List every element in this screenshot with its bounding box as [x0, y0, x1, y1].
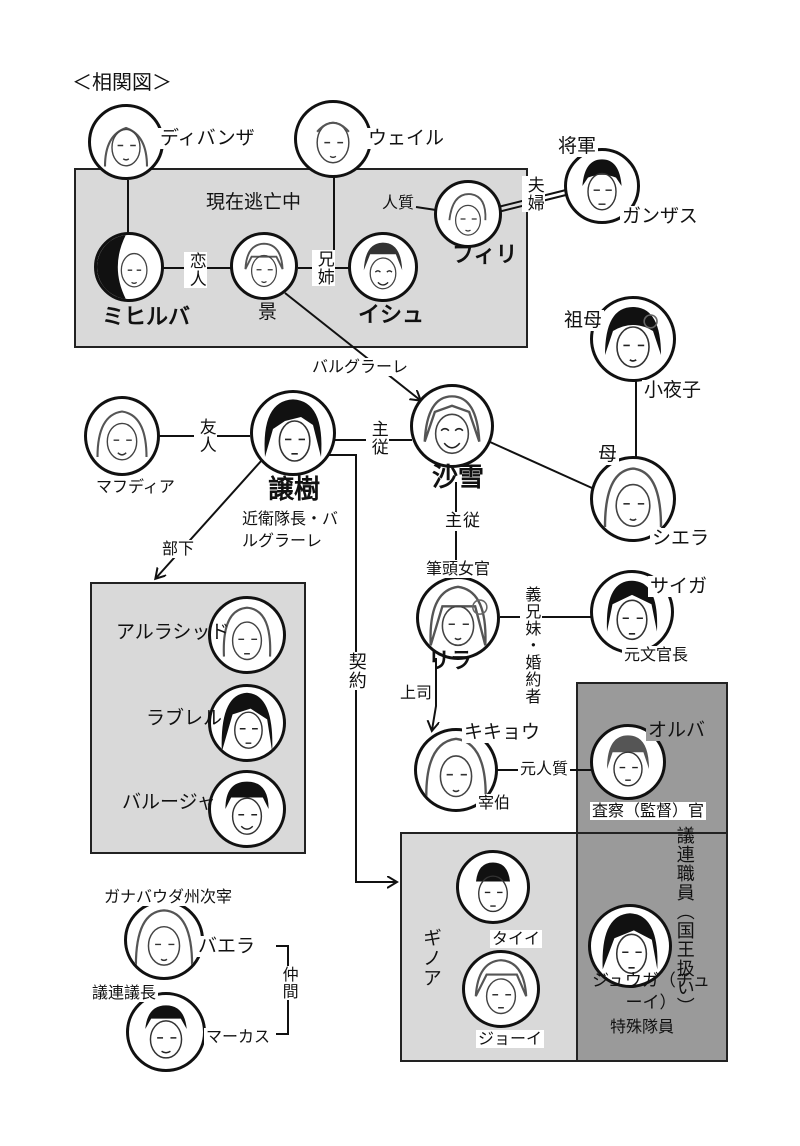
kikyou-role: 宰伯 — [476, 793, 513, 812]
relation-koibito: 恋人 — [184, 252, 207, 288]
hittou-role: 筆頭女官 — [424, 559, 493, 578]
marcus-name: マーカス — [204, 1027, 273, 1046]
joi-name: ジョーイ — [476, 1029, 545, 1048]
sobo-role: 祖母 — [562, 309, 605, 331]
rira-portrait — [416, 576, 500, 660]
line-kei-sasetsu — [284, 292, 420, 400]
jouju-name: 譲樹 — [268, 475, 321, 505]
ginoa-group-label: ギノア — [419, 928, 442, 988]
relation-fuufu: 夫婦 — [522, 176, 545, 212]
dibanza-portrait — [88, 104, 164, 180]
baera-name: バエラ — [196, 935, 258, 957]
joi-portrait — [462, 950, 540, 1028]
shogun-role: 将軍 — [556, 135, 599, 157]
relation-yuujin: 友人 — [194, 418, 217, 454]
ishu-portrait — [348, 232, 418, 302]
oruba-role: 査察（監督）官 — [590, 801, 707, 820]
sasetsu-name: 沙雪 — [432, 463, 485, 493]
relation-shuju2: 主従 — [443, 511, 483, 531]
ishu-name: イシュ — [358, 303, 425, 328]
weil-portrait — [294, 100, 372, 178]
line-hitojichi — [415, 206, 437, 211]
mafudia-portrait — [84, 396, 160, 476]
relation-barugurare: バルグラーレ — [310, 357, 411, 376]
relation-moto-hitojichi: 元人質 — [518, 759, 571, 778]
jyuga-portrait — [588, 904, 672, 988]
tai-portrait — [456, 850, 530, 924]
baera-role: ガナバウダ州次宰 — [102, 887, 235, 906]
jouju-portrait — [250, 390, 336, 476]
ganzas-name: ガンザス — [620, 205, 700, 227]
raburero-portrait — [208, 684, 286, 762]
baruja-name: バルージャ — [122, 791, 216, 813]
line-jouju-buka — [156, 459, 263, 578]
baruja-portrait — [208, 770, 286, 848]
oruba-name: オルバ — [646, 719, 708, 741]
kei-name: 景 — [258, 301, 278, 323]
sasetsu-portrait — [410, 384, 494, 468]
marcus-role: 議連議長 — [90, 983, 159, 1002]
relation-buka: 部下 — [160, 539, 197, 558]
sayoko-portrait — [590, 296, 676, 382]
saiga-role: 元文官長 — [622, 645, 691, 664]
arurashiddo-portrait — [208, 596, 286, 674]
haha-role: 母 — [596, 443, 620, 465]
ganzas-portrait — [564, 148, 640, 224]
tai-name: タイイ — [490, 929, 543, 948]
shiera-name: シエラ — [650, 527, 712, 549]
relation-joushi: 上司 — [398, 683, 435, 702]
oruba-portrait — [590, 724, 666, 800]
relation-kyoudai: 兄姉 — [312, 250, 335, 286]
sayoko-name: 小夜子 — [642, 379, 704, 401]
line-rira-kikyou — [432, 658, 436, 730]
mafudia-name: マフディア — [94, 477, 177, 496]
jouju-role: 近衛隊長・バルグラーレ — [242, 509, 339, 550]
council-group-label: 議連職員（国王扱い） — [673, 826, 695, 1016]
jyuga-name: ジュウガ（チューイ） — [592, 971, 710, 1014]
line-sasetsu-shiera — [489, 441, 593, 489]
relation-hitojichi: 人質 — [382, 193, 415, 212]
dibanza-name: ディバンザ — [158, 127, 257, 149]
relation-shuju1: 主従 — [366, 420, 389, 456]
marcus-portrait — [126, 992, 206, 1072]
weil-name: ウェイル — [366, 127, 447, 149]
kei-portrait — [230, 232, 298, 300]
relation-nakama: 仲間 — [278, 966, 300, 1000]
page-title: ＜相関図＞ — [72, 70, 172, 94]
fugitive-group-label: 現在逃亡中 — [206, 191, 302, 213]
firi-name: フィリ — [452, 243, 518, 268]
relation-gikyoudai: 義兄妹・婚約者 — [520, 586, 543, 705]
mihiruba-portrait — [94, 232, 164, 302]
shiera-portrait — [590, 456, 676, 542]
saiga-name: サイガ — [648, 575, 710, 597]
firi-portrait — [434, 180, 502, 248]
kikyou-name: キキョウ — [462, 721, 543, 743]
baera-portrait — [124, 900, 204, 980]
rira-name: リラ — [428, 649, 473, 674]
jyuga-role: 特殊隊員 — [610, 1017, 675, 1036]
relation-keiyaku: 契約 — [344, 652, 368, 690]
mihiruba-name: ミヒルバ — [102, 305, 191, 330]
arurashiddo-name: アルラシッド — [116, 621, 230, 643]
raburero-name: ラブレル — [146, 707, 223, 729]
